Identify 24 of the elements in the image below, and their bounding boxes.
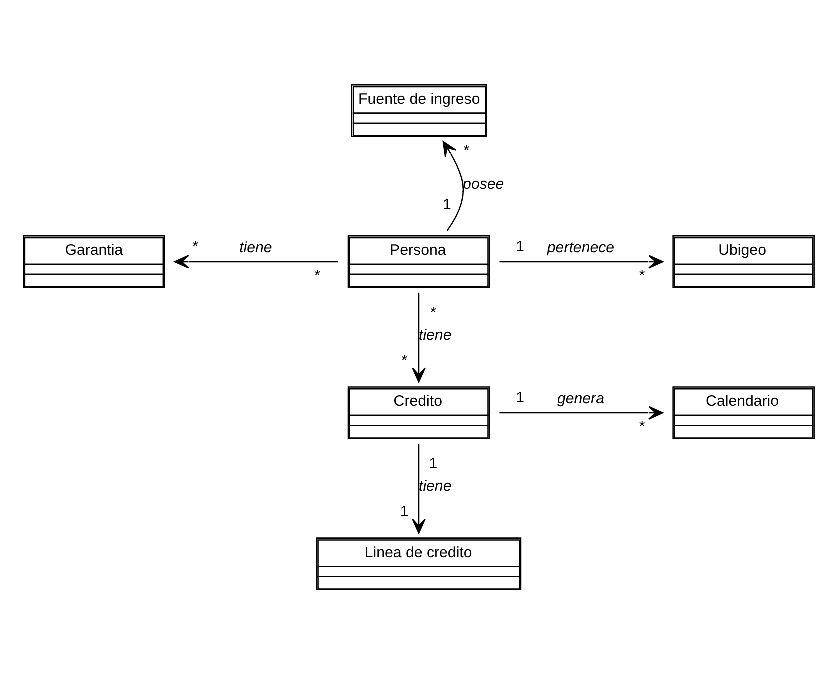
edge-label: tiene [419, 326, 452, 344]
edge-label: posee [463, 176, 504, 193]
label: 1 [400, 502, 409, 520]
edge-label: tiene [240, 239, 272, 256]
label: 1 [516, 238, 525, 255]
arrow [174, 254, 338, 268]
label: * [639, 266, 646, 284]
label: * [402, 352, 408, 369]
label: 1 [443, 196, 452, 214]
arrow [442, 140, 464, 231]
edge-label: genera [557, 390, 604, 408]
label: 1 [429, 455, 438, 472]
arrow [500, 254, 664, 268]
label: * [430, 304, 436, 321]
arrow [412, 292, 426, 382]
arrow [412, 444, 426, 534]
label: * [464, 142, 470, 160]
label: * [639, 418, 646, 435]
edge-label: pertenece [547, 239, 615, 256]
arrow [500, 406, 664, 420]
edge-label: tiene [419, 478, 452, 495]
label: * [192, 238, 198, 255]
label: * [314, 266, 320, 284]
label: 1 [516, 389, 525, 406]
